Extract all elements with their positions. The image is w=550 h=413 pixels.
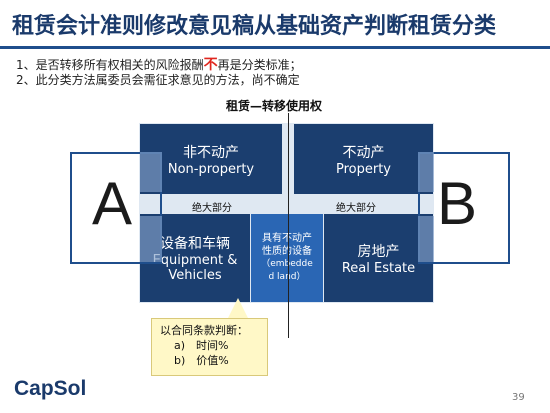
callout-item-b: b) 价值% — [174, 354, 229, 367]
majority-label-left: 绝大部分 — [192, 203, 232, 214]
group-b-overlap-bottom — [418, 216, 434, 262]
property-cn: 不动产 — [342, 144, 385, 161]
bullet-point-1: 1、是否转移所有权相关的风险报酬不再是分类标准； — [16, 54, 302, 74]
real-estate-en: Real Estate — [341, 260, 416, 276]
bullet-1-prefix: 1、是否转移所有权相关的风险报酬 — [16, 58, 204, 72]
embedded-cn-2: 性质的设备 — [262, 246, 312, 257]
callout-heading: 以合同条款判断： — [160, 324, 248, 337]
embedded-en-1: （embedde — [261, 259, 313, 269]
page-title: 租赁会计准则修改意见稿从基础资产判断租赁分类 — [12, 14, 497, 39]
majority-label-right: 绝大部分 — [336, 203, 376, 214]
bullet-1-suffix: 再是分类标准； — [217, 58, 302, 72]
non-property-en: Non-property — [167, 161, 255, 177]
group-b-letter: B — [437, 170, 478, 237]
quadrant-embedded-land: 具有不动产 性质的设备 （embedde d land） — [251, 214, 323, 302]
real-estate-cn: 房地产 — [357, 243, 400, 260]
group-b-overlap-top — [418, 152, 434, 192]
quadrant-property: 不动产 Property — [294, 124, 433, 194]
group-a-frame — [70, 152, 162, 264]
embedded-en-2: d land） — [268, 272, 306, 282]
group-a-letter: A — [92, 170, 133, 237]
equipment-en-1: Equipment & — [152, 253, 238, 268]
quadrant-non-property: 非不动产 Non-property — [140, 124, 282, 194]
group-a-overlap-bottom — [140, 216, 162, 262]
title-underline — [0, 46, 550, 49]
equipment-en-2: Vehicles — [168, 268, 222, 283]
property-en: Property — [335, 161, 391, 177]
group-a-overlap-top — [140, 152, 162, 192]
bullet-point-2: 2、此分类方法属委员会需征求意见的方法，尚不确定 — [16, 73, 300, 87]
center-divider-line — [288, 113, 289, 338]
capsol-logo: CapSol — [14, 377, 87, 400]
group-b-frame — [418, 152, 510, 264]
center-label: 租赁—转移使用权 — [226, 99, 323, 113]
equipment-cn: 设备和车辆 — [160, 236, 230, 252]
embedded-cn-1: 具有不动产 — [262, 233, 312, 244]
bullet-1-highlight: 不 — [203, 57, 218, 73]
callout-pointer — [228, 298, 248, 318]
callout-item-a: a) 时间% — [174, 339, 229, 352]
contract-terms-callout: 以合同条款判断： a) 时间% b) 价值% — [151, 318, 268, 376]
page-number: 39 — [512, 392, 525, 403]
quadrant-real-estate: 房地产 Real Estate — [324, 214, 433, 302]
non-property-cn: 非不动产 — [183, 144, 239, 161]
